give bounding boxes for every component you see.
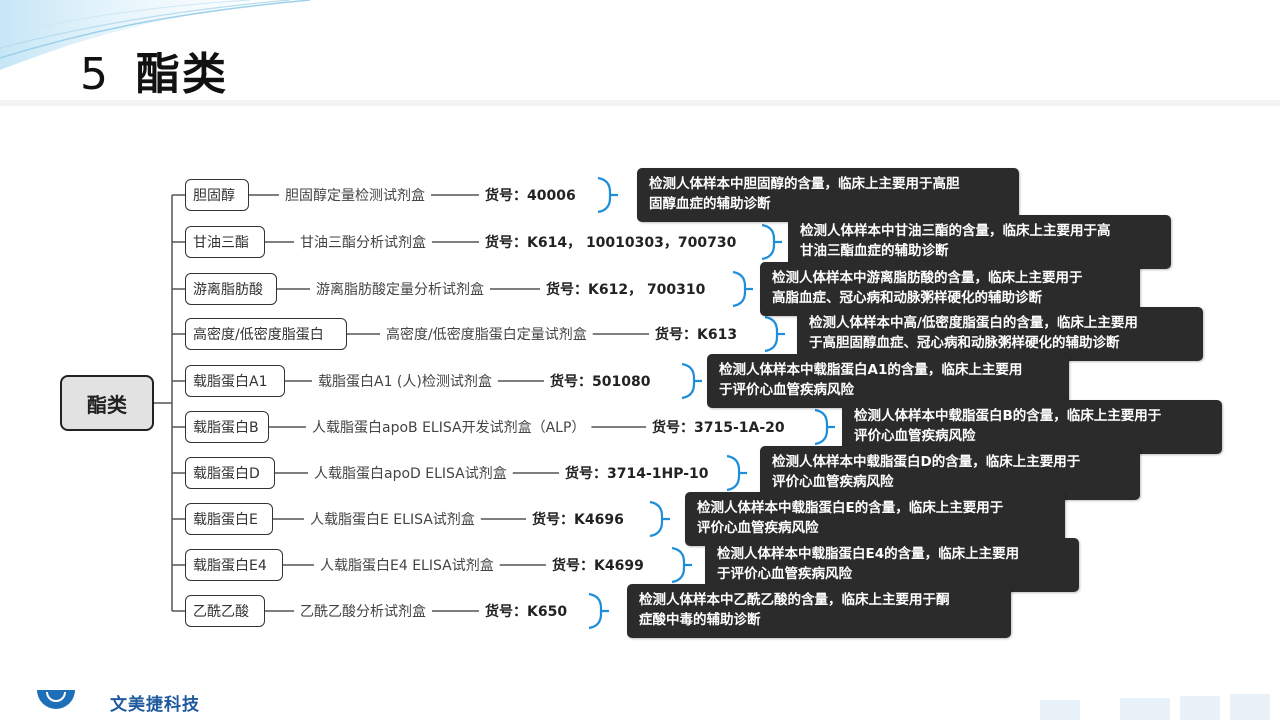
description-line: 检测人体样本中载脂蛋白E的含量，临床上主要用于 (697, 500, 1004, 516)
category-node: 载脂蛋白B (185, 411, 269, 443)
kit-name: 乙酰乙酸分析试剂盒 (300, 604, 426, 620)
catalog-number: 货号：501080 (550, 374, 651, 390)
description-line: 于高胆固醇血症、冠心病和动脉粥样硬化的辅助诊断 (809, 335, 1120, 351)
description-line: 检测人体样本中高/低密度脂蛋白的含量，临床上主要用 (809, 315, 1138, 331)
catalog-number: 货号：K614， 10010303，700730 (485, 235, 737, 251)
description-line: 评价心血管疾病风险 (697, 520, 819, 536)
kit-name: 游离脂肪酸定量分析试剂盒 (316, 282, 484, 298)
description-line: 评价心血管疾病风险 (772, 474, 894, 490)
bracket-connector (726, 454, 747, 492)
catalog-number: 货号：40006 (485, 188, 576, 204)
catalog-number: 货号：K4696 (532, 512, 624, 528)
category-node: 载脂蛋白A1 (185, 365, 285, 397)
mind-map-root: 酯类 (60, 375, 154, 431)
description-note: 检测人体样本中乙酰乙酸的含量，临床上主要用于酮症酸中毒的辅助诊断 (627, 584, 1011, 638)
company-logo-icon (37, 690, 75, 709)
description-line: 检测人体样本中游离脂肪酸的含量，临床上主要用于 (772, 270, 1083, 286)
bracket-connector (671, 546, 692, 584)
description-note: 检测人体样本中高/低密度脂蛋白的含量，临床上主要用于高胆固醇血症、冠心病和动脉粥… (797, 307, 1203, 361)
bracket-connector (649, 500, 670, 538)
description-line: 于评价心血管疾病风险 (717, 566, 852, 582)
description-note: 检测人体样本中载脂蛋白E4的含量，临床上主要用于评价心血管疾病风险 (705, 538, 1079, 592)
page-title-text: 酯类 (136, 49, 228, 100)
description-note: 检测人体样本中载脂蛋白D的含量，临床上主要用于评价心血管疾病风险 (760, 446, 1140, 500)
kit-name: 高密度/低密度脂蛋白定量试剂盒 (386, 327, 587, 343)
catalog-number: 货号：3714-1HP-10 (565, 466, 709, 482)
description-line: 检测人体样本中甘油三酯的含量，临床上主要用于高 (800, 223, 1111, 239)
description-line: 检测人体样本中载脂蛋白A1的含量，临床上主要用 (719, 362, 1023, 378)
description-line: 检测人体样本中载脂蛋白D的含量，临床上主要用于 (772, 454, 1081, 470)
kit-name: 人载脂蛋白apoD ELISA试剂盒 (314, 466, 507, 482)
category-node: 甘油三酯 (185, 226, 265, 258)
kit-name: 人载脂蛋白E ELISA试剂盒 (310, 512, 475, 528)
description-note: 检测人体样本中载脂蛋白E的含量，临床上主要用于评价心血管疾病风险 (685, 492, 1065, 546)
description-line: 检测人体样本中载脂蛋白B的含量，临床上主要用于 (854, 408, 1162, 424)
kit-name: 人载脂蛋白E4 ELISA试剂盒 (320, 558, 494, 574)
category-node: 载脂蛋白D (185, 457, 275, 489)
bracket-connector (761, 223, 782, 261)
description-line: 检测人体样本中乙酰乙酸的含量，临床上主要用于酮 (639, 592, 950, 608)
bracket-connector (681, 362, 702, 400)
kit-name: 胆固醇定量检测试剂盒 (285, 188, 425, 204)
description-line: 于评价心血管疾病风险 (719, 382, 854, 398)
page-title: 5 酯类 (80, 38, 228, 102)
bracket-connector (814, 408, 835, 446)
kit-name: 人载脂蛋白apoB ELISA开发试剂盒（ALP） (312, 420, 586, 436)
category-node: 游离脂肪酸 (185, 273, 277, 305)
kit-name: 甘油三酯分析试剂盒 (300, 235, 426, 251)
footer-decoration (1040, 694, 1270, 720)
catalog-number: 货号：3715-1A-20 (652, 420, 785, 436)
category-node: 胆固醇 (185, 179, 249, 211)
kit-name: 载脂蛋白A1 (人)检测试剂盒 (318, 374, 492, 390)
description-line: 固醇血症的辅助诊断 (649, 196, 771, 212)
bracket-connector (588, 592, 609, 630)
category-node: 高密度/低密度脂蛋白 (185, 318, 347, 350)
root-label: 酯类 (87, 392, 127, 417)
bracket-connector (732, 270, 753, 308)
catalog-number: 货号：K612， 700310 (546, 282, 706, 298)
description-line: 高脂血症、冠心病和动脉粥样硬化的辅助诊断 (772, 290, 1042, 306)
description-line: 评价心血管疾病风险 (854, 428, 976, 444)
description-note: 检测人体样本中载脂蛋白A1的含量，临床上主要用于评价心血管疾病风险 (707, 354, 1069, 408)
category-node: 载脂蛋白E (185, 503, 273, 535)
description-note: 检测人体样本中甘油三酯的含量，临床上主要用于高甘油三酯血症的辅助诊断 (788, 215, 1171, 269)
category-node: 乙酰乙酸 (185, 595, 265, 627)
catalog-number: 货号：K613 (655, 327, 738, 343)
description-line: 检测人体样本中载脂蛋白E4的含量，临床上主要用 (717, 546, 1020, 562)
category-node: 载脂蛋白E4 (185, 549, 283, 581)
description-line: 甘油三酯血症的辅助诊断 (800, 243, 949, 259)
company-name-partial: 文美捷科技 (110, 695, 200, 715)
description-note: 检测人体样本中胆固醇的含量，临床上主要用于高胆固醇血症的辅助诊断 (637, 168, 1019, 222)
page-number: 5 (80, 49, 110, 100)
catalog-number: 货号：K4699 (552, 558, 644, 574)
bracket-connector (764, 315, 785, 353)
catalog-number: 货号：K650 (485, 604, 568, 620)
description-line: 症酸中毒的辅助诊断 (639, 612, 761, 628)
description-note: 检测人体样本中载脂蛋白B的含量，临床上主要用于评价心血管疾病风险 (842, 400, 1222, 454)
description-line: 检测人体样本中胆固醇的含量，临床上主要用于高胆 (649, 176, 960, 192)
bracket-connector (597, 176, 618, 214)
